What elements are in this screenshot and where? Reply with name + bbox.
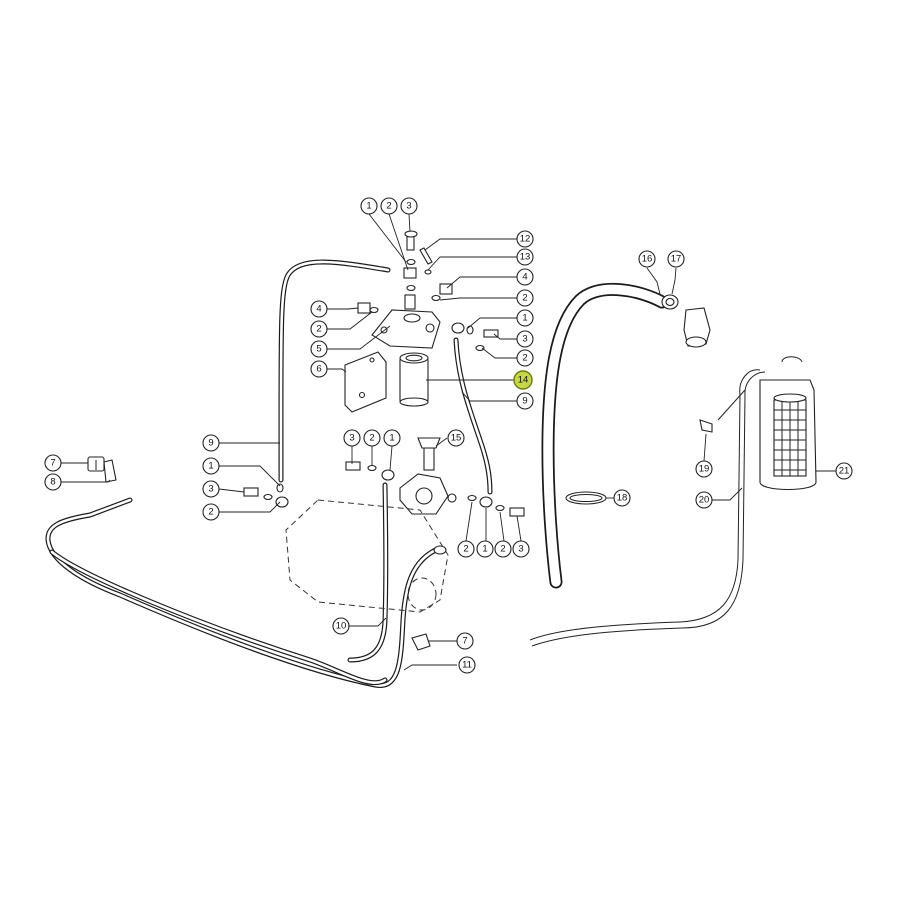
callout-label: 1: [482, 544, 487, 555]
callout-label: 13: [520, 252, 531, 263]
callout-4[interactable]: 4: [310, 300, 328, 318]
callout-21[interactable]: 21: [835, 462, 853, 480]
callout-3[interactable]: 3: [202, 480, 220, 498]
callout-12[interactable]: 12: [516, 230, 534, 248]
callout-label: 2: [500, 544, 505, 555]
callout-label: 12: [520, 234, 531, 245]
callout-label: 4: [522, 272, 527, 283]
fuel-filter-cartridge: [399, 352, 429, 407]
callout-label: 9: [522, 396, 527, 407]
callout-4[interactable]: 4: [516, 268, 534, 286]
callout-3[interactable]: 3: [400, 197, 418, 215]
callout-label: 11: [462, 660, 472, 671]
pipe-clamp-bottom: [411, 633, 431, 651]
callouts[interactable]: 1 2 3 12 13 4 4 2 2 1 3 5 2 6 14 9 9 3 2…: [44, 197, 853, 674]
callout-2[interactable]: 2: [494, 540, 512, 558]
callout-label: 3: [518, 544, 523, 555]
callout-9[interactable]: 9: [516, 392, 534, 410]
callout-label: 8: [50, 477, 55, 488]
tube-clip: [699, 419, 713, 433]
callout-label: 16: [642, 254, 653, 265]
callout-2[interactable]: 2: [363, 429, 381, 447]
callout-label: 14: [518, 375, 529, 386]
leader-lines: [61, 213, 836, 671]
callout-16[interactable]: 16: [638, 250, 656, 268]
callout-6[interactable]: 6: [310, 360, 328, 378]
callout-5[interactable]: 5: [310, 340, 328, 358]
callout-label: 10: [336, 621, 347, 632]
callout-3[interactable]: 3: [343, 429, 361, 447]
callout-17[interactable]: 17: [667, 250, 685, 268]
callout-label: 2: [386, 201, 391, 212]
callout-label: 17: [671, 254, 682, 265]
callout-label: 2: [316, 324, 321, 335]
callout-2[interactable]: 2: [516, 289, 534, 307]
callout-7[interactable]: 7: [456, 632, 474, 650]
callout-label: 2: [522, 293, 527, 304]
callout-label: 19: [699, 464, 710, 475]
callout-7[interactable]: 7: [44, 454, 62, 472]
filter-bracket: [344, 351, 387, 413]
hose-clip: [661, 294, 679, 310]
callout-label: 7: [50, 458, 55, 469]
callout-1[interactable]: 1: [383, 429, 401, 447]
banjo-fittings-head: [357, 230, 499, 352]
callout-label: 6: [316, 364, 321, 375]
feed-pump: [243, 437, 525, 517]
callout-label: 1: [389, 433, 394, 444]
callout-15[interactable]: 15: [447, 429, 465, 447]
engine-outline: [285, 499, 449, 613]
strainer-mesh: [774, 400, 806, 476]
callout-label: 3: [349, 433, 354, 444]
callout-1[interactable]: 1: [476, 540, 494, 558]
callout-label: 18: [617, 493, 628, 504]
callout-11[interactable]: 11: [458, 656, 476, 674]
pipe-clamp-left: [87, 456, 117, 483]
callout-18[interactable]: 18: [613, 489, 631, 507]
callout-label: 1: [522, 313, 527, 324]
callout-1[interactable]: 1: [360, 197, 378, 215]
callout-label: 1: [208, 461, 213, 472]
tank-strainer: [759, 356, 817, 490]
callout-label: 9: [208, 438, 213, 449]
callout-2[interactable]: 2: [457, 540, 475, 558]
callout-label: 7: [462, 636, 467, 647]
callout-2[interactable]: 2: [516, 349, 534, 367]
hose-band-clip: [565, 491, 607, 505]
callout-9[interactable]: 9: [202, 434, 220, 452]
callout-label: 5: [316, 344, 321, 355]
callout-1[interactable]: 1: [202, 457, 220, 475]
callout-13[interactable]: 13: [516, 248, 534, 266]
callout-label: 2: [463, 544, 468, 555]
callout-3[interactable]: 3: [512, 540, 530, 558]
callout-8[interactable]: 8: [44, 473, 62, 491]
callout-3[interactable]: 3: [516, 330, 534, 348]
callout-14-highlighted[interactable]: 14: [513, 370, 533, 390]
callout-19[interactable]: 19: [695, 460, 713, 478]
callout-2[interactable]: 2: [380, 197, 398, 215]
callout-1[interactable]: 1: [516, 309, 534, 327]
callout-2[interactable]: 2: [310, 320, 328, 338]
callout-label: 2: [208, 507, 213, 518]
filter-head: [371, 294, 441, 349]
callout-2[interactable]: 2: [202, 503, 220, 521]
callout-label: 2: [522, 353, 527, 364]
callout-label: 3: [522, 334, 527, 345]
callout-label: 15: [451, 433, 462, 444]
callout-label: 3: [406, 201, 411, 212]
parts: [87, 230, 817, 651]
callout-20[interactable]: 20: [695, 491, 713, 509]
callout-label: 20: [699, 495, 710, 506]
callout-label: 1: [366, 201, 371, 212]
callout-10[interactable]: 10: [332, 617, 350, 635]
pipes-and-hoses: [45, 259, 766, 688]
hose-elbow: [683, 307, 711, 348]
callout-label: 3: [208, 484, 213, 495]
callout-label: 4: [316, 304, 321, 315]
callout-label: 2: [369, 433, 374, 444]
callout-label: 21: [839, 466, 850, 477]
